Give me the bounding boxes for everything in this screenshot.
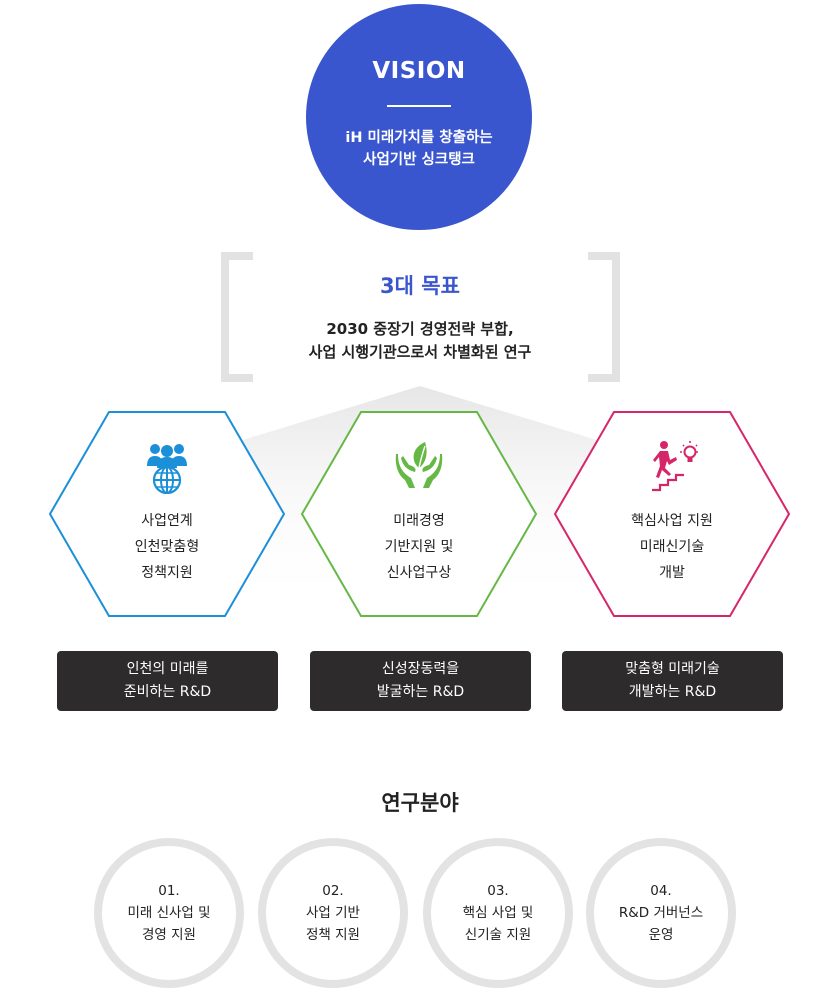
goals-description-line1: 2030 중장기 경영전략 부합, [326, 320, 514, 338]
research-field-4-line1: R&D 거버넌스 [618, 905, 704, 921]
hexagon-1-line1: 사업연계 [141, 513, 193, 529]
research-field-1-line2: 경영 지원 [142, 927, 196, 943]
research-fields-title: 연구분야 [381, 791, 459, 815]
research-field-1: 01. 미래 신사업 및 경영 지원 [94, 838, 244, 988]
research-field-3-number: 03. [487, 883, 509, 899]
hexagon-2-text: 미래경영 기반지원 및 신사업구상 [319, 508, 519, 586]
hexagon-3-line2: 미래신기술 [639, 539, 705, 555]
vision-subtitle-line2: 사업기반 싱크탱크 [363, 152, 475, 168]
goal-caption-1-line2: 준비하는 R&D [123, 684, 212, 700]
hexagon-3 [553, 411, 791, 617]
goal-caption-2: 신성장동력을 발굴하는 R&D [310, 651, 531, 711]
research-field-1-number: 01. [158, 883, 180, 899]
hexagon-3-text: 핵심사업 지원 미래신기술 개발 [572, 508, 772, 586]
hands-leaf-icon [395, 442, 443, 488]
research-field-2-line1: 사업 기반 [306, 905, 360, 921]
research-field-3-line2: 신기술 지원 [464, 927, 532, 943]
vision-divider [387, 105, 451, 107]
goal-caption-3: 맞춤형 미래기술 개발하는 R&D [562, 651, 783, 711]
goal-caption-2-line1: 신성장동력을 [381, 661, 460, 677]
research-field-2: 02. 사업 기반 정책 지원 [258, 838, 408, 988]
hexagon-1 [48, 411, 286, 617]
research-field-2-number: 02. [322, 883, 344, 899]
research-field-4: 04. R&D 거버넌스 운영 [586, 838, 736, 988]
hexagon-1-line3: 정책지원 [141, 565, 193, 581]
goal-caption-3-line2: 개발하는 R&D [628, 684, 717, 700]
research-field-2-line2: 정책 지원 [306, 927, 360, 943]
hexagon-1-line2: 인천맞춤형 [134, 539, 200, 555]
hexagon-3-line3: 개발 [659, 565, 685, 581]
hexagon-3-line1: 핵심사업 지원 [631, 513, 713, 529]
goal-caption-3-line1: 맞춤형 미래기술 [625, 661, 720, 677]
hexagon-2 [300, 411, 538, 617]
hexagon-2-line2: 기반지원 및 [384, 539, 454, 555]
hexagon-2-line1: 미래경영 [393, 513, 445, 529]
vision-circle: VISION iH 미래가치를 창출하는 사업기반 싱크탱크 [306, 4, 532, 230]
hexagon-1-text: 사업연계 인천맞춤형 정책지원 [67, 508, 267, 586]
vision-title: VISION [372, 58, 466, 84]
people-globe-icon [147, 444, 187, 494]
goal-caption-2-line2: 발굴하는 R&D [376, 684, 465, 700]
left-bracket [221, 252, 253, 382]
runner-stairs-bulb-icon [652, 441, 698, 492]
research-field-4-number: 04. [650, 883, 672, 899]
goal-caption-1-line1: 인천의 미래를 [126, 661, 209, 677]
goals-description-line2: 사업 시행기관으로서 차별화된 연구 [308, 343, 532, 361]
vision-subtitle-line1: iH 미래가치를 창출하는 [345, 130, 493, 146]
research-field-1-line1: 미래 신사업 및 [127, 905, 211, 921]
goal-caption-1: 인천의 미래를 준비하는 R&D [57, 651, 278, 711]
goals-title: 3대 목표 [380, 274, 460, 298]
hexagon-2-line3: 신사업구상 [386, 565, 452, 581]
research-field-3: 03. 핵심 사업 및 신기술 지원 [423, 838, 573, 988]
right-bracket [588, 252, 620, 382]
research-field-4-line2: 운영 [648, 927, 674, 943]
research-field-3-line1: 핵심 사업 및 [462, 905, 534, 921]
